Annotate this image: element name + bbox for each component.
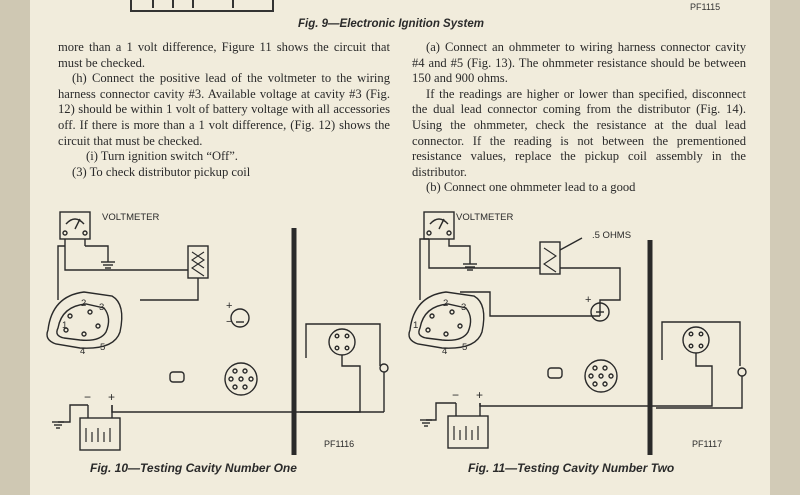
left-connector-icon bbox=[187, 245, 209, 279]
right-battery-icon bbox=[447, 415, 489, 449]
left-paragraph-i: (i) Turn ignition switch “Off”. bbox=[86, 149, 238, 164]
right-ignition-module-terminal bbox=[590, 302, 610, 322]
left-paragraph-h: (h) Connect the positive lead of the vol… bbox=[58, 71, 390, 148]
top-figure-code: PF1115 bbox=[690, 2, 721, 12]
left-ignition-module-terminal bbox=[230, 308, 250, 328]
left-terminal-minus: − bbox=[226, 316, 233, 328]
left-pin-1: 1 bbox=[62, 320, 68, 331]
left-pin-5: 5 bbox=[100, 342, 106, 353]
left-pin-4: 4 bbox=[80, 346, 86, 357]
left-distributor-icon bbox=[46, 291, 123, 349]
left-harness-connector bbox=[224, 362, 258, 396]
right-resistor-icon bbox=[539, 241, 561, 275]
right-figure bbox=[408, 211, 747, 455]
right-paragraph-b: (b) Connect one ohmmeter lead to a good bbox=[426, 180, 636, 195]
left-battery-icon bbox=[79, 417, 121, 451]
left-text-column: more than a 1 volt difference, Figure 11… bbox=[58, 40, 390, 180]
right-pin-4: 4 bbox=[442, 346, 448, 357]
top-figure-fragment bbox=[130, 0, 274, 12]
right-text-column: (a) Connect an ohmmeter to wiring harnes… bbox=[412, 40, 746, 196]
left-terminal-plus: + bbox=[226, 300, 233, 312]
right-terminal-plus: + bbox=[585, 294, 592, 306]
right-coil-terminal bbox=[737, 367, 747, 377]
left-voltmeter-label: VOLTMETER bbox=[102, 212, 160, 223]
right-battery-minus: − bbox=[452, 388, 460, 402]
right-pin-3: 3 bbox=[461, 302, 467, 313]
right-resistor-leader bbox=[559, 237, 583, 251]
figure-11-caption: Fig. 11—Testing Cavity Number Two bbox=[468, 461, 675, 475]
figure-9-caption: Fig. 9—Electronic Ignition System bbox=[298, 18, 484, 30]
left-screw-icon bbox=[169, 371, 185, 383]
right-voltmeter-label: VOLTMETER bbox=[456, 212, 514, 223]
left-battery-plus: + bbox=[108, 390, 116, 404]
page-shadow-right bbox=[770, 0, 800, 495]
left-pin-2: 2 bbox=[81, 298, 87, 309]
left-coil-terminal bbox=[379, 363, 389, 373]
right-pin-1: 1 bbox=[413, 320, 419, 331]
left-pin-3: 3 bbox=[99, 302, 105, 313]
right-pin-2: 2 bbox=[443, 298, 449, 309]
right-figure-code: PF1117 bbox=[692, 439, 723, 449]
right-battery-plus: + bbox=[476, 388, 484, 402]
right-harness-connector bbox=[584, 359, 618, 393]
left-paragraph-3: (3) To check distributor pickup coil bbox=[72, 164, 251, 179]
right-paragraph-a: (a) Connect an ohmmeter to wiring harnes… bbox=[412, 40, 746, 86]
figure-10-caption: Fig. 10—Testing Cavity Number One bbox=[90, 461, 297, 475]
page-shadow-left bbox=[0, 0, 30, 495]
right-paragraph-2: If the readings are higher or lower than… bbox=[412, 86, 746, 179]
right-distributor-icon bbox=[408, 291, 485, 349]
left-ballast-connector bbox=[328, 328, 356, 356]
left-figure-code: PF1116 bbox=[324, 439, 355, 449]
right-ballast-connector bbox=[682, 326, 710, 354]
right-resistor-label: .5 OHMS bbox=[592, 230, 632, 241]
left-battery-minus: − bbox=[84, 390, 92, 404]
left-paragraph-1: more than a 1 volt difference, Figure 11… bbox=[58, 40, 390, 70]
right-screw-icon bbox=[547, 367, 563, 379]
right-pin-5: 5 bbox=[462, 342, 468, 353]
left-figure bbox=[46, 211, 389, 455]
